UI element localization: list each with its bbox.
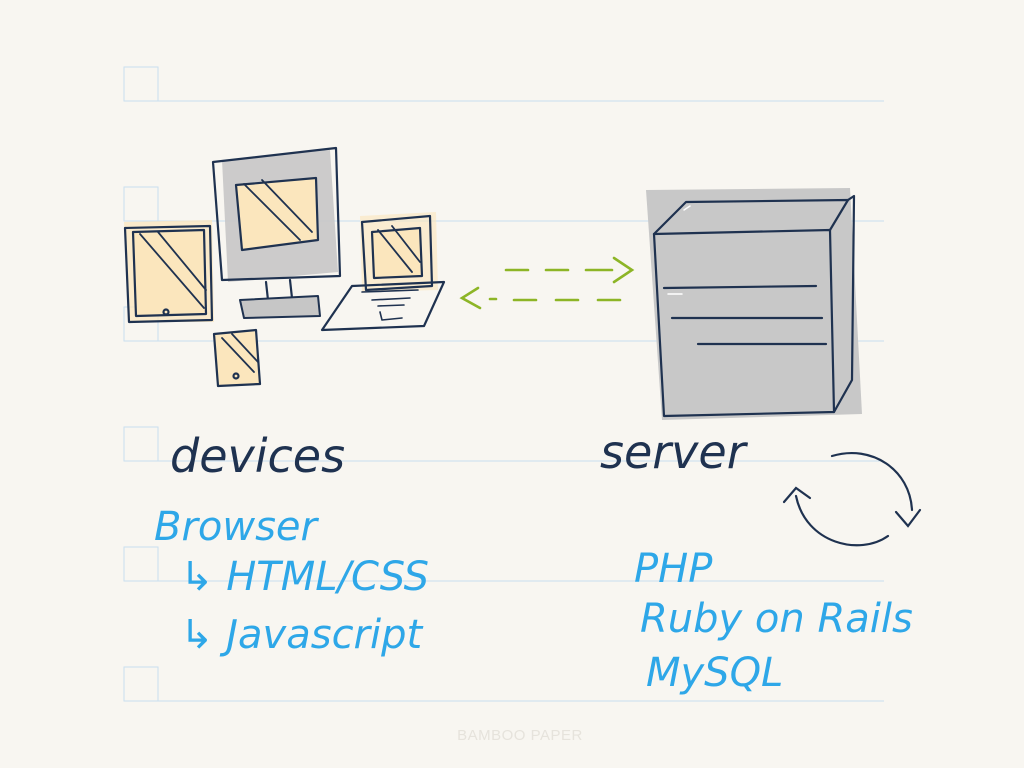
server-stack-item: Ruby on Rails [640, 596, 913, 642]
server-stack: PHP Ruby on Rails MySQL [634, 546, 913, 696]
response-arrow-icon [459, 286, 622, 310]
devices-illustration [123, 146, 446, 388]
server-label: server [600, 425, 749, 479]
request-arrow-icon [504, 256, 635, 284]
margin-square [123, 66, 159, 102]
server-icon [646, 188, 862, 420]
margin-square [123, 186, 159, 222]
margin-square [123, 666, 159, 702]
margin-square [123, 426, 159, 462]
client-stack-item: ↳ HTML/CSS [180, 554, 429, 600]
request-response-arrows [459, 256, 635, 310]
laptop-icon [320, 212, 446, 332]
cycle-arrows-icon [782, 451, 922, 547]
tablet-icon [123, 220, 214, 324]
client-stack-item: ↳ Javascript [180, 612, 424, 658]
devices-label: devices [170, 429, 345, 483]
app-watermark: BAMBOO PAPER [457, 727, 583, 744]
desktop-monitor-icon [211, 146, 342, 319]
server-stack-item: MySQL [646, 650, 783, 696]
margin-square [123, 546, 159, 582]
phone-icon [212, 328, 262, 388]
client-stack: Browser ↳ HTML/CSS ↳ Javascript [154, 504, 429, 658]
browser-heading: Browser [154, 504, 320, 550]
server-stack-item: PHP [634, 546, 713, 592]
